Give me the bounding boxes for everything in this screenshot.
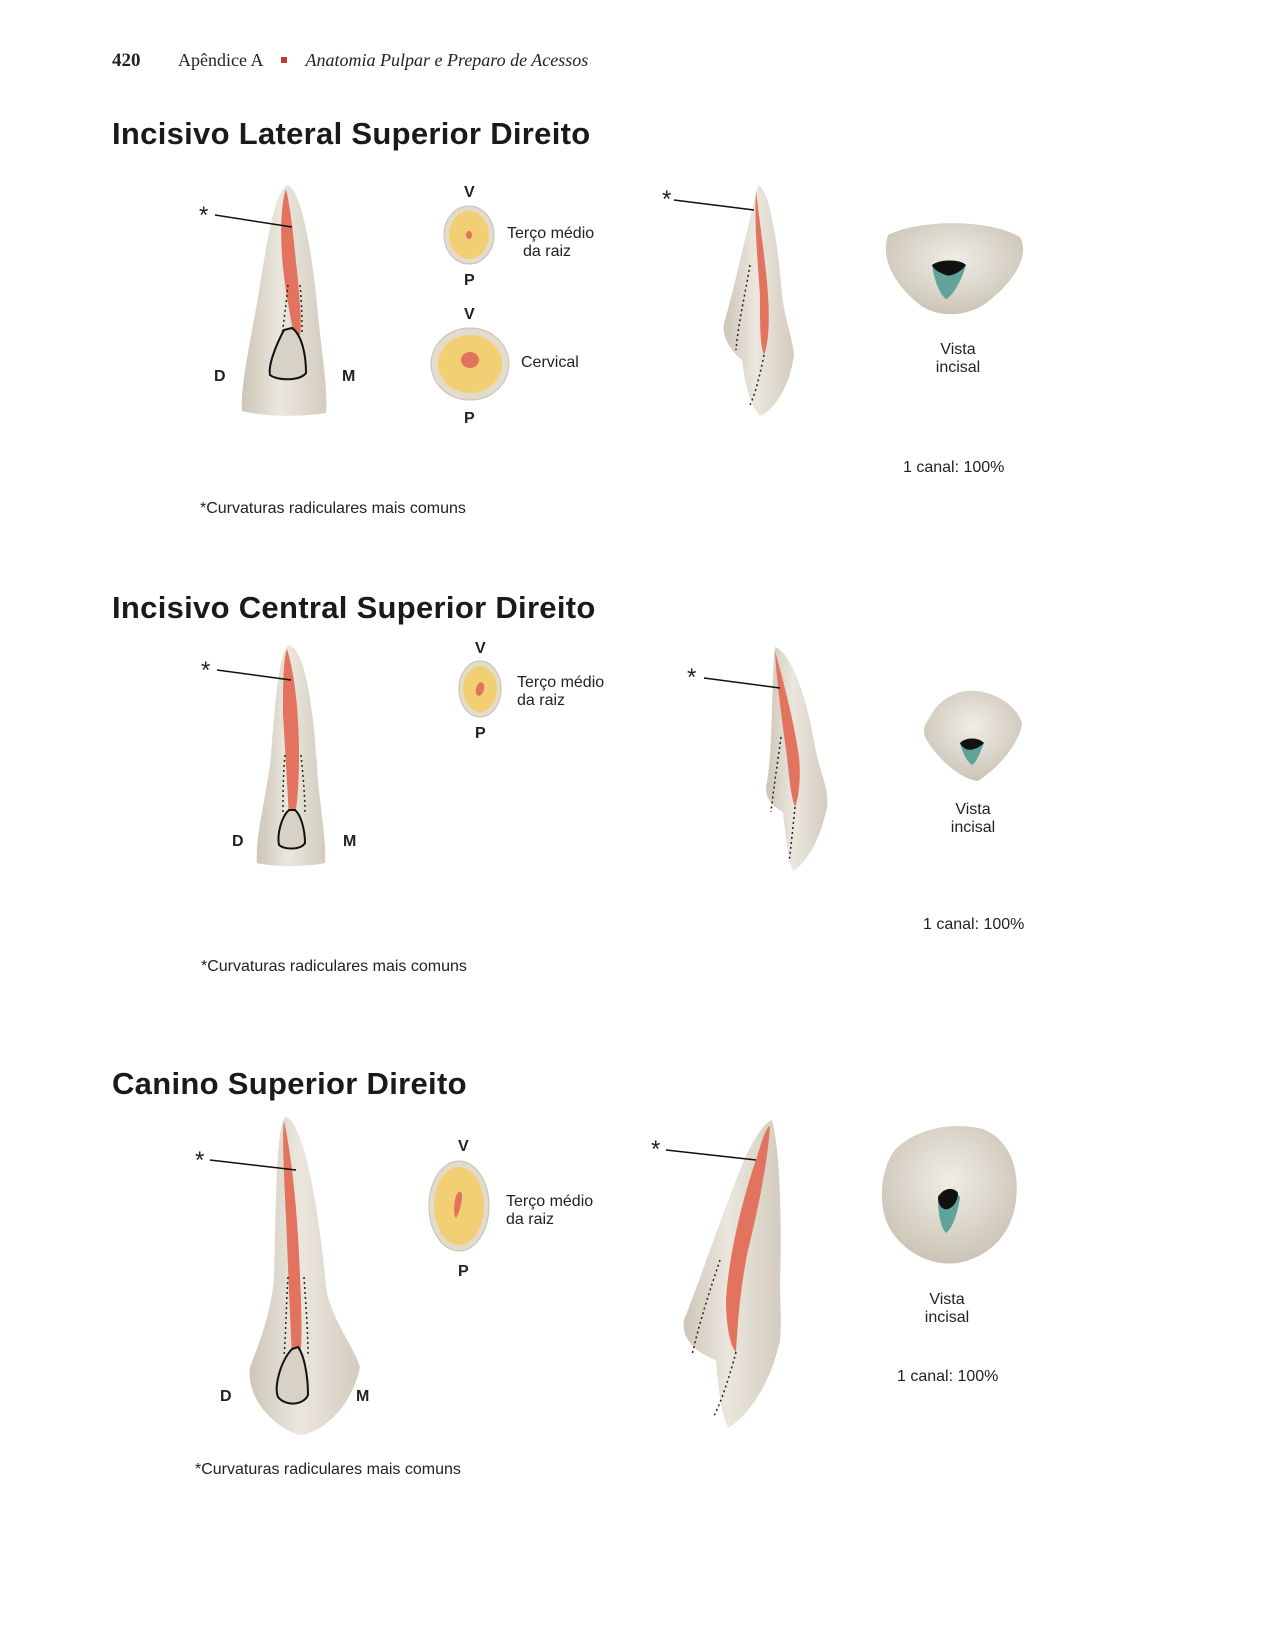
cs-top-label: V — [464, 306, 475, 323]
cs-bottom-label: P — [458, 1263, 469, 1280]
appendix-label: Apêndice A — [178, 50, 263, 70]
cs-bottom-label: P — [475, 725, 486, 742]
section-title-central-incisor: Incisivo Central Superior Direito — [112, 590, 596, 625]
central-incisor-labial-view — [256, 645, 326, 866]
asterisk-marker: * — [201, 657, 211, 684]
page-number: 420 — [112, 50, 141, 71]
lateral-incisor-proximal-view — [723, 185, 794, 416]
canal-count: 1 canal: 100% — [897, 1368, 999, 1385]
canal-count: 1 canal: 100% — [903, 459, 1005, 476]
canine-labial-view — [249, 1117, 360, 1435]
cs-label-line1: Terço médio — [506, 1193, 594, 1210]
asterisk-marker: * — [651, 1136, 661, 1163]
incisal-view-label-line1: Vista — [940, 341, 976, 358]
central-incisor-incisal-view — [923, 690, 1022, 781]
direction-mesial: M — [356, 1388, 370, 1405]
direction-distal: D — [232, 833, 244, 850]
cs-label-line2: da raiz — [523, 243, 572, 260]
central-incisor-proximal-view — [766, 647, 828, 871]
running-header: 420 Apêndice A Anatomia Pulpar e Preparo… — [112, 50, 588, 72]
chapter-title: Anatomia Pulpar e Preparo de Acessos — [305, 50, 589, 70]
cs-bottom-label: P — [464, 272, 475, 289]
incisal-view-label-line2: incisal — [935, 359, 981, 376]
header-separator — [281, 57, 287, 63]
asterisk-leader-line — [216, 669, 292, 681]
asterisk-marker: * — [662, 186, 672, 213]
cs-label-line2: da raiz — [506, 1211, 555, 1228]
cross-section-mid-root — [458, 660, 502, 718]
lateral-incisor-incisal-view — [885, 223, 1024, 315]
cs-top-label: V — [475, 640, 486, 657]
asterisk-leader-line — [209, 1159, 297, 1171]
direction-distal: D — [220, 1388, 232, 1405]
canine-proximal-view — [683, 1120, 781, 1428]
asterisk-marker: * — [687, 664, 697, 691]
incisal-view-label-line1: Vista — [929, 1291, 965, 1308]
cross-section-mid-root — [443, 205, 495, 265]
direction-distal: D — [214, 368, 226, 385]
cs-label-line1: Cervical — [521, 354, 579, 371]
cs-label-line1: Terço médio — [517, 674, 605, 691]
cs-top-label: V — [464, 184, 475, 201]
footnote: *Curvaturas radiculares mais comuns — [195, 1461, 461, 1478]
section-title-canine: Canino Superior Direito — [112, 1066, 467, 1101]
asterisk-leader-line — [673, 199, 755, 211]
incisal-view-label-line2: incisal — [924, 1309, 970, 1326]
asterisk-marker: * — [195, 1147, 205, 1174]
cs-bottom-label: P — [464, 410, 475, 427]
incisal-view-label-line2: incisal — [950, 819, 996, 836]
canal-count: 1 canal: 100% — [923, 916, 1025, 933]
asterisk-marker: * — [199, 202, 209, 229]
footnote: *Curvaturas radiculares mais comuns — [200, 500, 466, 517]
section-title-lateral-incisor: Incisivo Lateral Superior Direito — [112, 116, 591, 151]
asterisk-leader-line — [665, 1149, 757, 1161]
cross-section-cervical — [430, 327, 510, 401]
asterisk-leader-line — [703, 677, 781, 689]
direction-mesial: M — [343, 833, 357, 850]
canine-incisal-view — [881, 1125, 1017, 1264]
cs-label-line2: da raiz — [517, 692, 566, 709]
cs-top-label: V — [458, 1138, 469, 1155]
direction-mesial: M — [342, 368, 356, 385]
incisal-view-label-line1: Vista — [955, 801, 991, 818]
cs-label-line1: Terço médio — [507, 225, 595, 242]
footnote: *Curvaturas radiculares mais comuns — [201, 958, 467, 975]
cross-section-mid-root — [428, 1160, 490, 1252]
asterisk-leader-line — [214, 214, 293, 228]
